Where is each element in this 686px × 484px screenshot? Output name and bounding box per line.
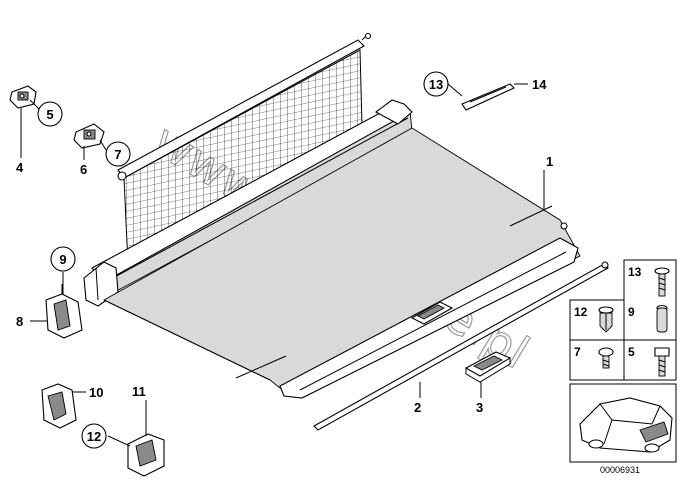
- callout-10: 10: [89, 385, 103, 400]
- callout-2: 2: [414, 400, 421, 415]
- callout-circle-5: [37, 101, 63, 127]
- parts-table: 13 12 9 7: [569, 259, 677, 381]
- leader-lines: [20, 83, 545, 447]
- callout-3: 3: [476, 400, 483, 415]
- callout-6: 6: [80, 162, 87, 177]
- diagram-id: 00006931: [600, 465, 640, 475]
- bracket-part-3[interactable]: [464, 351, 512, 383]
- callout-circle-12: [81, 423, 107, 449]
- callout-14: 14: [532, 77, 547, 92]
- holder-part-8[interactable]: [45, 284, 83, 339]
- svg-text:5: 5: [628, 345, 635, 359]
- table-cell-12: 12: [574, 305, 614, 333]
- table-cell-7: 7: [574, 345, 614, 369]
- svg-text:13: 13: [628, 265, 642, 279]
- hex-bolt-icon: [654, 347, 670, 377]
- table-cell-5: 5: [628, 345, 670, 377]
- callout-circle-9: [50, 246, 76, 272]
- car-outline-icon: [579, 397, 673, 453]
- expansion-rivet-icon: [598, 306, 614, 333]
- flat-head-screw-icon: [654, 267, 670, 297]
- callout-circle-7: [105, 141, 131, 167]
- table-cell-9: 9: [628, 304, 668, 333]
- callout-8: 8: [16, 314, 23, 329]
- support-rod[interactable]: [313, 261, 609, 431]
- clip-part-4[interactable]: [9, 85, 37, 109]
- holder-part-11[interactable]: [127, 433, 165, 477]
- callout-11: 11: [132, 384, 146, 399]
- holder-part-10[interactable]: [41, 383, 77, 429]
- clip-part-6[interactable]: [73, 123, 105, 149]
- svg-text:12: 12: [574, 305, 588, 319]
- callout-9: 9: [59, 252, 66, 267]
- svg-text:9: 9: [628, 305, 635, 319]
- strip-part-14[interactable]: [461, 83, 515, 111]
- callouts: 1 2 3 4 5 6 7 8 9 10 11 12 13 14: [16, 71, 553, 449]
- callout-12: 12: [87, 429, 101, 444]
- plastic-plug-icon: [656, 304, 668, 333]
- luggage-cover[interactable]: [83, 99, 581, 399]
- table-cell-13: 13: [628, 265, 670, 297]
- callout-13: 13: [429, 77, 443, 92]
- callout-circle-13: [423, 71, 449, 97]
- callout-1: 1: [546, 154, 553, 169]
- callout-5: 5: [46, 107, 53, 122]
- svg-text:7: 7: [574, 345, 581, 359]
- callout-4: 4: [16, 160, 24, 175]
- vehicle-thumbnail: [569, 383, 677, 463]
- callout-7: 7: [114, 147, 121, 162]
- short-screw-icon: [598, 347, 614, 369]
